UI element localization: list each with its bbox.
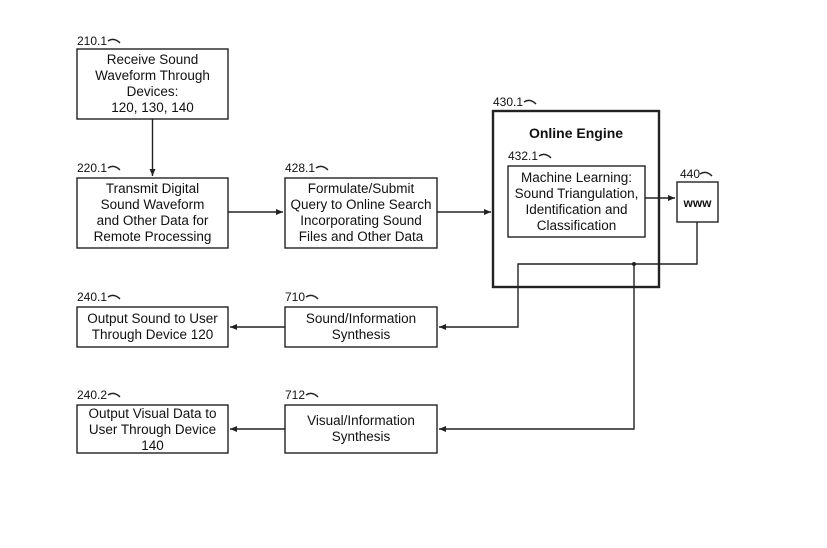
ml-line-2: Sound Triangulation,	[515, 186, 639, 201]
visual-synth-line-2: Synthesis	[332, 429, 391, 444]
formulate-line-2: Query to Online Search	[290, 197, 431, 212]
transmit-box	[76, 177, 229, 249]
transmit-line-3: and Other Data for	[97, 213, 209, 228]
ml-line-1: Machine Learning:	[521, 170, 632, 185]
ref-leader-sound-synth	[305, 294, 319, 300]
ml-line-3: Identification and	[525, 202, 627, 217]
transmit-line-1: Transmit Digital	[106, 181, 199, 196]
connector-to-visual-synthesis	[439, 264, 635, 432]
visual-synthesis-box	[284, 404, 438, 454]
ref-leader-engine	[523, 99, 537, 105]
ref-leader-transmit	[107, 165, 121, 171]
ref-label-sound-synth: 710	[285, 290, 305, 304]
ref-label-www: 440	[680, 167, 700, 181]
sound-synth-line-2: Synthesis	[332, 327, 391, 342]
output-visual-line-2: User Through Device	[89, 422, 216, 437]
ref-leader-output-sound	[107, 294, 121, 300]
ref-leader-ml	[538, 153, 552, 159]
receive-sound-box	[76, 48, 229, 120]
ml-line-4: Classification	[537, 218, 617, 233]
junction-dot	[632, 262, 636, 266]
receive-line-4: 120, 130, 140	[111, 100, 194, 115]
transmit-line-2: Sound Waveform	[101, 197, 205, 212]
machine-learning-box	[507, 165, 646, 238]
ref-label-formulate: 428.1	[285, 161, 315, 175]
output-sound-line-2: Through Device 120	[92, 327, 214, 342]
ref-label-engine: 430.1	[493, 95, 523, 109]
receive-line-1: Receive Sound	[107, 52, 199, 67]
ref-label-output-visual: 240.2	[77, 388, 107, 402]
output-visual-line-1: Output Visual Data to	[88, 406, 216, 421]
formulate-line-4: Files and Other Data	[299, 229, 424, 244]
connector-to-sound-synthesis	[439, 222, 698, 330]
www-label: www	[682, 196, 712, 210]
ref-label-output-sound: 240.1	[77, 290, 107, 304]
output-visual-box	[76, 404, 229, 454]
ref-leader-output-visual	[107, 392, 121, 398]
ref-label-ml: 432.1	[508, 149, 538, 163]
receive-line-2: Waveform Through	[95, 68, 210, 83]
visual-synth-line-1: Visual/Information	[307, 413, 415, 428]
sound-synth-line-1: Sound/Information	[306, 311, 416, 326]
receive-line-3: Devices:	[127, 84, 179, 99]
www-box	[676, 181, 719, 223]
output-visual-line-3: 140	[141, 438, 164, 453]
ref-label-receive: 210.1	[77, 34, 107, 48]
transmit-line-4: Remote Processing	[94, 229, 212, 244]
online-engine-title: Online Engine	[529, 125, 623, 141]
ref-leader-visual-synth	[305, 392, 319, 398]
ref-leader-formulate	[315, 165, 329, 171]
ref-leader-www	[699, 171, 713, 177]
formulate-line-3: Incorporating Sound	[300, 213, 422, 228]
ref-leader-receive	[107, 38, 121, 44]
formulate-query-box	[284, 177, 438, 249]
output-sound-box	[76, 306, 229, 348]
output-sound-line-1: Output Sound to User	[87, 311, 218, 326]
ref-label-transmit: 220.1	[77, 161, 107, 175]
formulate-line-1: Formulate/Submit	[308, 181, 415, 196]
ref-label-visual-synth: 712	[285, 388, 305, 402]
